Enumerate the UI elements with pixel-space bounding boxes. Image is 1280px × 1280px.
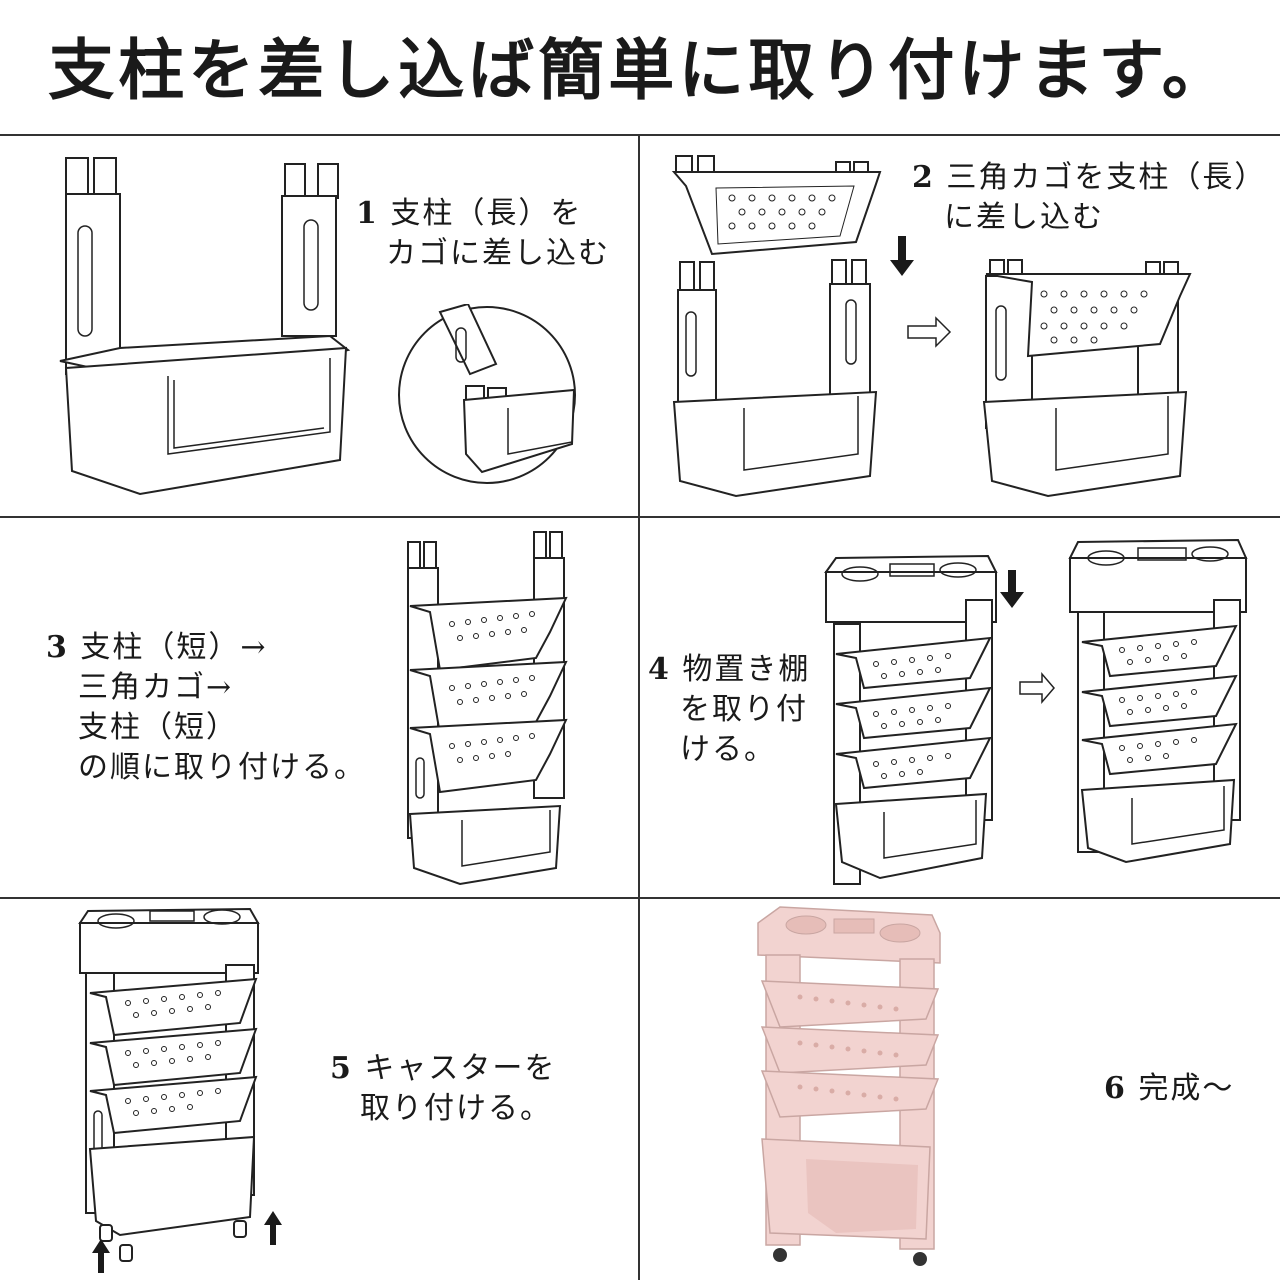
step-6-text: 6 完成〜 [1104,1069,1234,1109]
step-3-panel: 3 支柱（短）→ 三角カゴ→ 支柱（短） の順に取り付ける。 [0,518,638,897]
step-1-panel: 1 支柱（長）を カゴに差し込む [0,136,638,516]
step-5-panel: 5 キャスターを 取り付ける。 [0,899,638,1280]
step-5-text: 5 キャスターを 取り付ける。 [330,1049,556,1129]
page-title: 支柱を差し込ば簡単に取り付けます。 [48,31,1232,109]
step-2-text: 2 三角カゴを支柱（長） に差し込む [912,158,1266,238]
step-2-panel: 2 三角カゴを支柱（長） に差し込む [640,136,1280,516]
step-1-number: 1 [356,196,379,231]
step-3-line-1: 支柱（短）→ [80,630,268,665]
step-4-number: 4 [648,652,671,687]
step-2-illustration [671,155,1192,498]
step-5-line-2: 取り付ける。 [360,1091,552,1126]
step-3-number: 3 [46,630,69,665]
step-5-illustration [78,907,282,1273]
step-2-line-1: 三角カゴを支柱（長） [946,160,1267,195]
step-4-panel: 4 物置き棚 を取り付 ける。 [640,518,1280,897]
step-1-illustration [59,157,351,496]
grid-line-row1 [0,516,1280,518]
step-3-text: 3 支柱（短）→ 三角カゴ→ 支柱（短） の順に取り付ける。 [46,628,366,788]
step-3-line-2: 三角カゴ→ [78,670,234,705]
grid-line-top [0,134,1280,136]
step-5-line-1: キャスターを [364,1051,557,1086]
step-4-illustration [824,538,1248,885]
step-1-line-2: カゴに差し込む [386,236,610,271]
step-3-line-3: 支柱（短） [78,710,238,745]
step-1-text: 1 支柱（長）を カゴに差し込む [356,194,610,274]
step-3-line-4: の順に取り付ける。 [78,750,366,785]
step-6-number: 6 [1104,1071,1127,1106]
step-3-illustration [407,531,568,886]
step-4-line-2: を取り付 [680,692,808,727]
step-4-text: 4 物置き棚 を取り付 ける。 [648,650,810,770]
step-4-line-1: 物置き棚 [682,652,811,687]
step-1-line-1: 支柱（長）を [390,196,583,231]
step-1-detail-circle [398,304,576,484]
step-6-panel: 6 完成〜 [640,899,1280,1280]
step-4-line-3: ける。 [680,732,776,767]
grid-line-row2 [0,897,1280,899]
finished-product-image [757,906,941,1266]
step-5-number: 5 [330,1051,353,1086]
step-6-line-1: 完成〜 [1138,1071,1235,1106]
step-2-number: 2 [912,160,935,195]
step-2-line-2: に差し込む [944,200,1104,235]
grid-line-center [638,134,640,1280]
